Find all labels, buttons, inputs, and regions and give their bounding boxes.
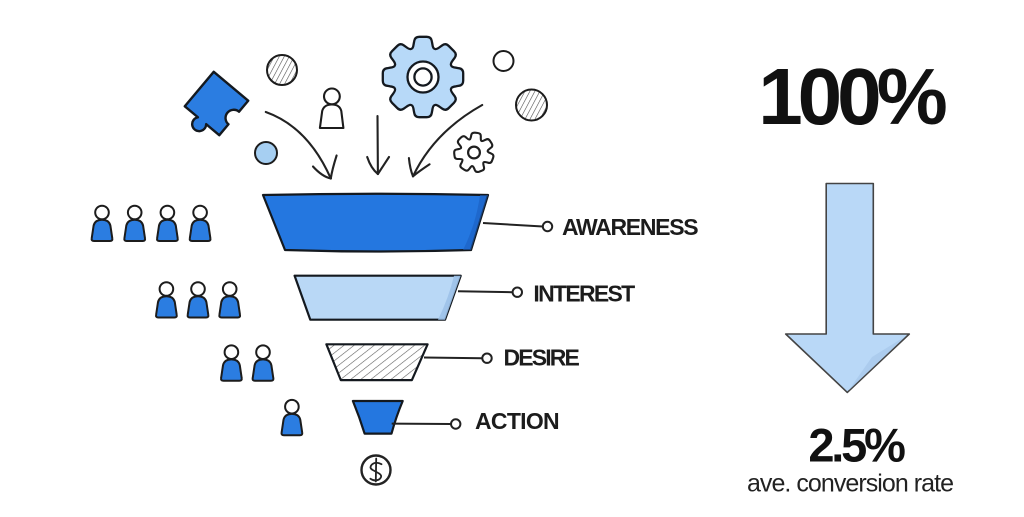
svg-text:INTEREST: INTEREST: [533, 280, 635, 306]
svg-text:AWARENESS: AWARENESS: [562, 214, 698, 240]
svg-text:ACTION: ACTION: [475, 408, 559, 434]
svg-text:ave. conversion rate: ave. conversion rate: [747, 470, 953, 498]
svg-text:2.5%: 2.5%: [808, 419, 905, 472]
svg-text:100%: 100%: [758, 52, 946, 141]
svg-text:DESIRE: DESIRE: [504, 345, 580, 371]
